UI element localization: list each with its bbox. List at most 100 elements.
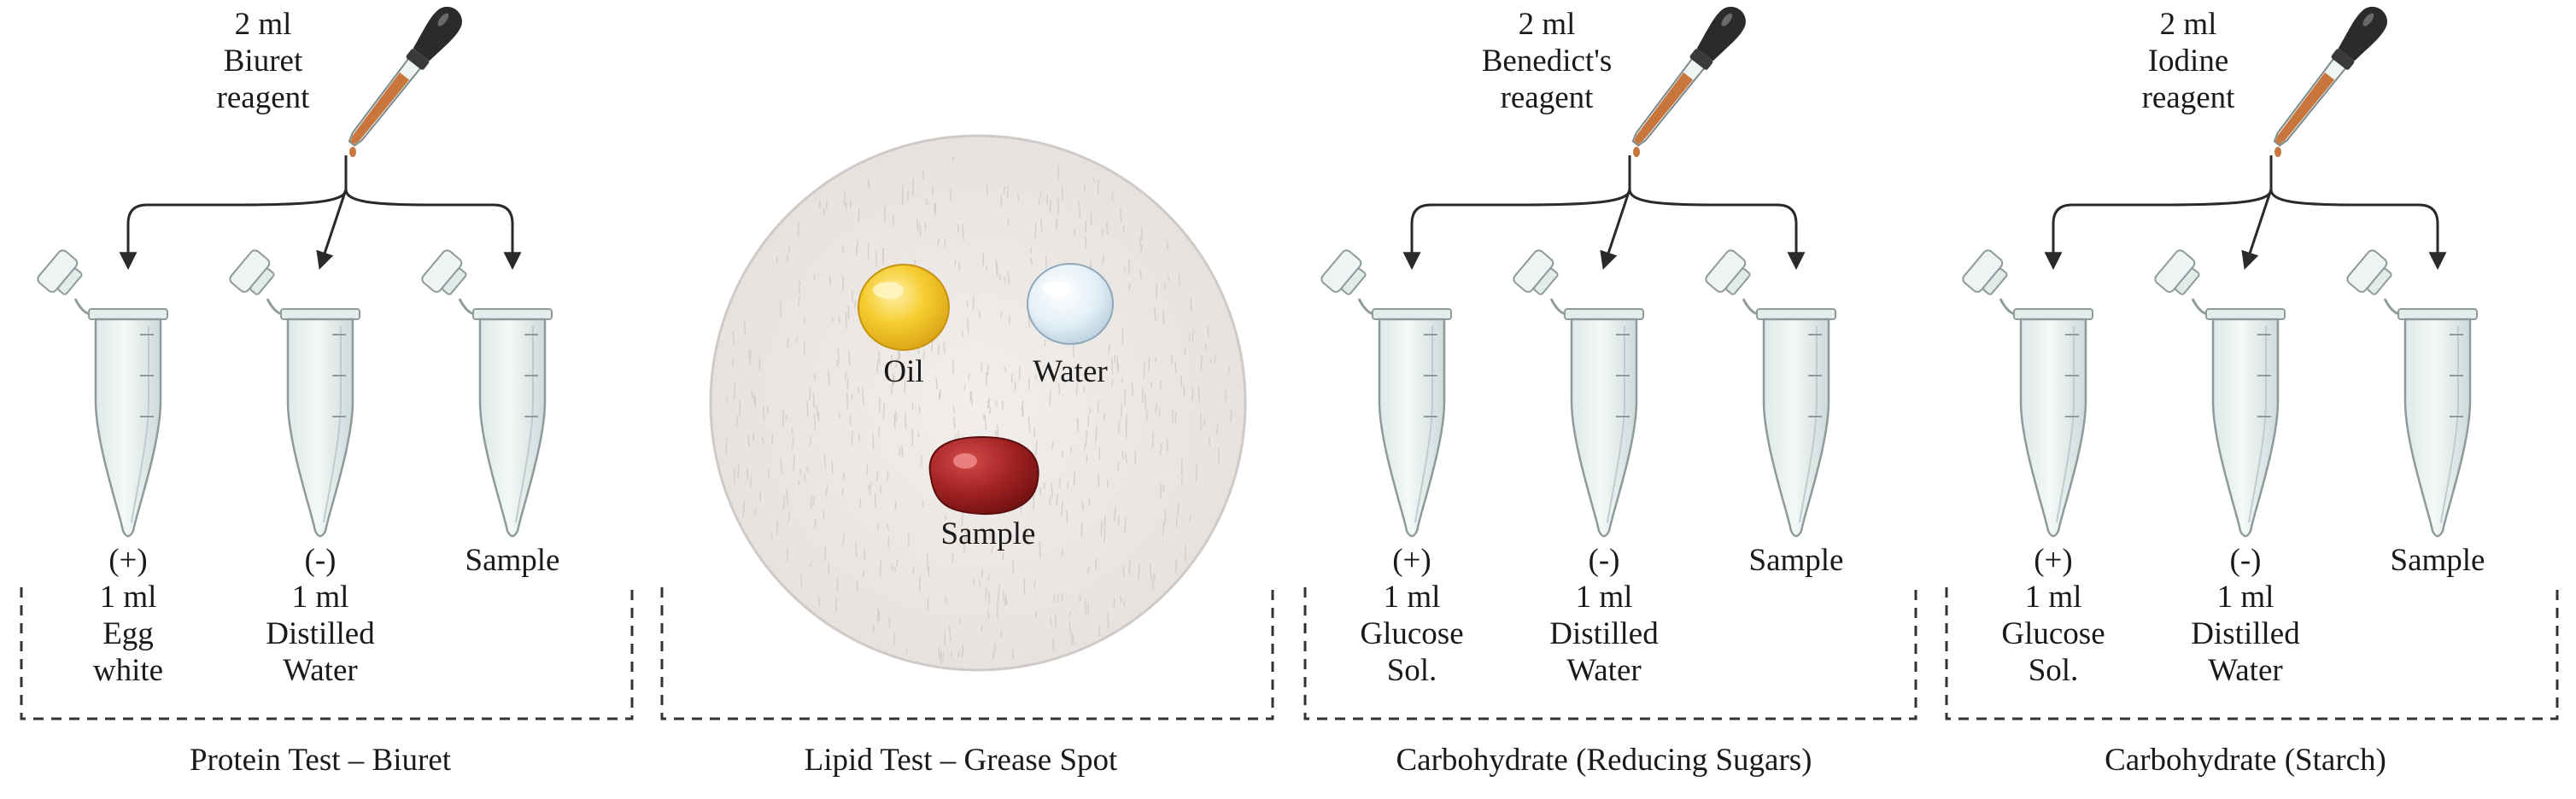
tube-label: Sample — [465, 543, 560, 578]
paper-fiber — [1117, 420, 1121, 433]
paper-fiber — [1121, 377, 1124, 383]
tube-body — [1378, 318, 1446, 538]
tube-label-line: Sol. — [1387, 653, 1437, 688]
paper-fiber — [986, 265, 988, 271]
paper-fiber — [894, 411, 898, 423]
paper-fiber — [987, 574, 990, 581]
paper-fiber — [1100, 520, 1103, 537]
paper-fiber — [925, 199, 928, 206]
paper-fiber — [854, 301, 857, 308]
bracket — [1303, 587, 1917, 720]
paper-fiber — [970, 398, 974, 406]
tube-label-line: Glucose — [2001, 616, 2105, 651]
paper-fiber — [1004, 277, 1006, 283]
paper-fiber — [1207, 325, 1209, 338]
paper-fiber — [1204, 342, 1207, 350]
paper-fiber — [809, 435, 812, 446]
paper-fiber — [864, 549, 866, 561]
paper-fiber — [966, 300, 969, 308]
paper-fiber — [818, 596, 821, 607]
tube-lid-icon — [1320, 249, 1367, 295]
reagent-label-line: 2 ml — [1519, 7, 1576, 42]
tube-label-line: Distilled — [266, 616, 375, 651]
paper-fiber — [893, 376, 895, 384]
paper-fiber — [1128, 283, 1131, 290]
paper-fiber — [1052, 639, 1055, 652]
paper-fiber — [937, 343, 940, 355]
paper-fiber — [1087, 415, 1090, 427]
tube-label-line: 1 ml — [2217, 580, 2274, 615]
paper-fiber — [980, 625, 983, 633]
paper-fiber — [1061, 501, 1063, 516]
tube-body — [1762, 318, 1830, 538]
paper-fiber — [1140, 243, 1143, 253]
paper-fiber — [876, 358, 879, 374]
tube-lid-icon — [2346, 249, 2392, 295]
paper-fiber — [918, 222, 922, 237]
paper-fiber — [842, 245, 845, 254]
bracket — [1945, 587, 2559, 720]
bracket-line — [660, 587, 1274, 720]
paper-fiber — [812, 497, 816, 505]
paper-fiber — [986, 364, 989, 376]
paper-fiber — [952, 405, 955, 413]
paper-fiber — [835, 597, 838, 612]
tube-label-line: Glucose — [1360, 616, 1463, 651]
paper-fiber — [916, 431, 920, 438]
paper-fiber — [1049, 495, 1051, 507]
paper-fiber — [836, 359, 839, 367]
paper-fiber — [811, 495, 813, 509]
paper-fiber — [1072, 635, 1075, 644]
dispense-arrow — [2269, 189, 2447, 271]
tube-label-line: (+) — [2034, 543, 2073, 578]
paper-fiber — [949, 187, 952, 201]
tube-inner-edge — [1607, 326, 1625, 523]
paper-fiber — [823, 510, 825, 520]
paper-fiber — [754, 508, 757, 516]
tube-label-line: Sample — [1749, 543, 1844, 578]
paper-fiber — [882, 402, 885, 419]
paper-fiber — [951, 552, 954, 563]
paper-fiber — [846, 393, 849, 409]
paper-fiber — [793, 454, 795, 471]
microcentrifuge-tube: Sample — [1705, 249, 1844, 578]
paper-fiber — [998, 584, 1000, 602]
paper-fiber — [782, 495, 786, 510]
paper-fiber — [726, 396, 729, 405]
paper-fiber — [1189, 515, 1191, 522]
tube-body — [1570, 318, 1638, 538]
paper-fiber — [911, 566, 915, 575]
paper-fiber — [1006, 184, 1010, 199]
dropper-collar — [2331, 49, 2355, 70]
filter-paper-circle — [709, 134, 1247, 672]
paper-fiber — [1080, 522, 1083, 538]
paper-fiber — [1082, 385, 1086, 393]
paper-fiber — [920, 455, 922, 468]
paper-fiber — [1183, 383, 1186, 397]
tube-label-line: Water — [283, 653, 357, 688]
reagent-label-line: reagent — [217, 80, 311, 115]
paper-fiber — [1106, 480, 1109, 487]
tube-lid-icon — [1513, 249, 1559, 295]
paper-fiber — [1051, 441, 1054, 450]
paper-fiber — [1197, 385, 1200, 402]
paper-fiber — [1029, 247, 1033, 254]
paper-fiber — [1163, 283, 1166, 290]
paper-fiber — [984, 415, 987, 431]
dropper-icon — [348, 6, 462, 147]
bracket-line — [1303, 587, 1917, 720]
dispense-arrow — [119, 189, 348, 271]
paper-fiber — [848, 350, 851, 365]
paper-fiber — [749, 476, 752, 487]
paper-fiber — [785, 414, 787, 422]
paper-fiber — [1208, 436, 1211, 446]
paper-fiber — [874, 493, 876, 508]
bracket-line — [20, 587, 634, 720]
oil-drop-icon — [858, 264, 950, 351]
paper-fiber — [878, 398, 881, 412]
paper-fiber — [1121, 450, 1125, 460]
tube-lid-icon — [421, 249, 467, 295]
tube-label-line: white — [93, 653, 163, 688]
